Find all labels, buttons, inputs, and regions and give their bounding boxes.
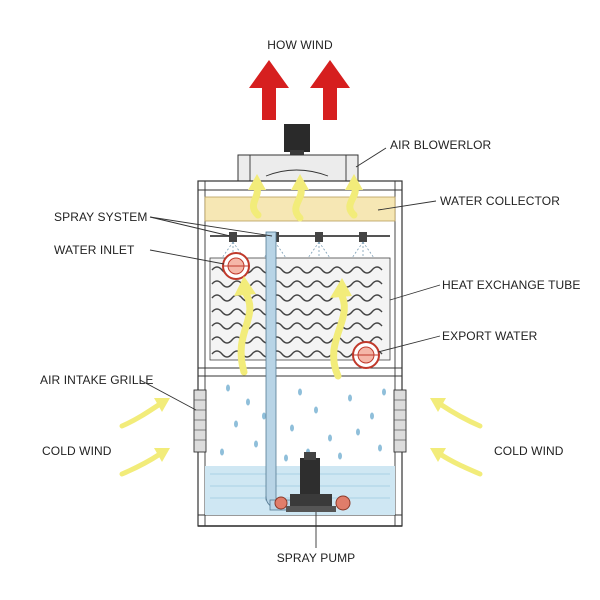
- spray-pump: [274, 452, 351, 512]
- label-spray-pump: SPRAY PUMP: [277, 551, 356, 565]
- water-inlet-flange: [222, 252, 250, 280]
- label-how-wind: HOW WIND: [267, 38, 333, 52]
- label-air-intake-grille: AIR INTAKE GRILLE: [40, 373, 154, 387]
- cold-wind-arrows-right: [430, 398, 483, 477]
- leader-lines: [139, 147, 441, 548]
- label-air-blower: AIR BLOWERLOR: [390, 138, 492, 152]
- spray-nozzle: [359, 232, 367, 242]
- export-water-flange: [352, 341, 380, 369]
- hot-air-arrow-right: [310, 60, 350, 120]
- cold-wind-arrows-left: [119, 398, 170, 477]
- spray-nozzle: [229, 232, 237, 242]
- air-blower: [237, 124, 359, 182]
- label-heat-exchange-tube: HEAT EXCHANGE TUBE: [442, 278, 581, 292]
- label-water-collector: WATER COLLECTOR: [440, 194, 560, 208]
- label-cold-wind-right: COLD WIND: [494, 444, 564, 458]
- label-water-inlet: WATER INLET: [54, 243, 135, 257]
- hot-air-arrow-left: [249, 60, 289, 120]
- fan-motor: [284, 124, 310, 152]
- spray-rain-drops: [220, 384, 386, 462]
- air-intake-grille-left: [193, 389, 207, 453]
- hot-air-arrows: [249, 60, 350, 120]
- label-export-water: EXPORT WATER: [442, 329, 538, 343]
- spray-nozzle: [315, 232, 323, 242]
- label-cold-wind-left: COLD WIND: [42, 444, 112, 458]
- label-spray-system: SPRAY SYSTEM: [54, 210, 147, 224]
- air-intake-grille-right: [393, 389, 407, 453]
